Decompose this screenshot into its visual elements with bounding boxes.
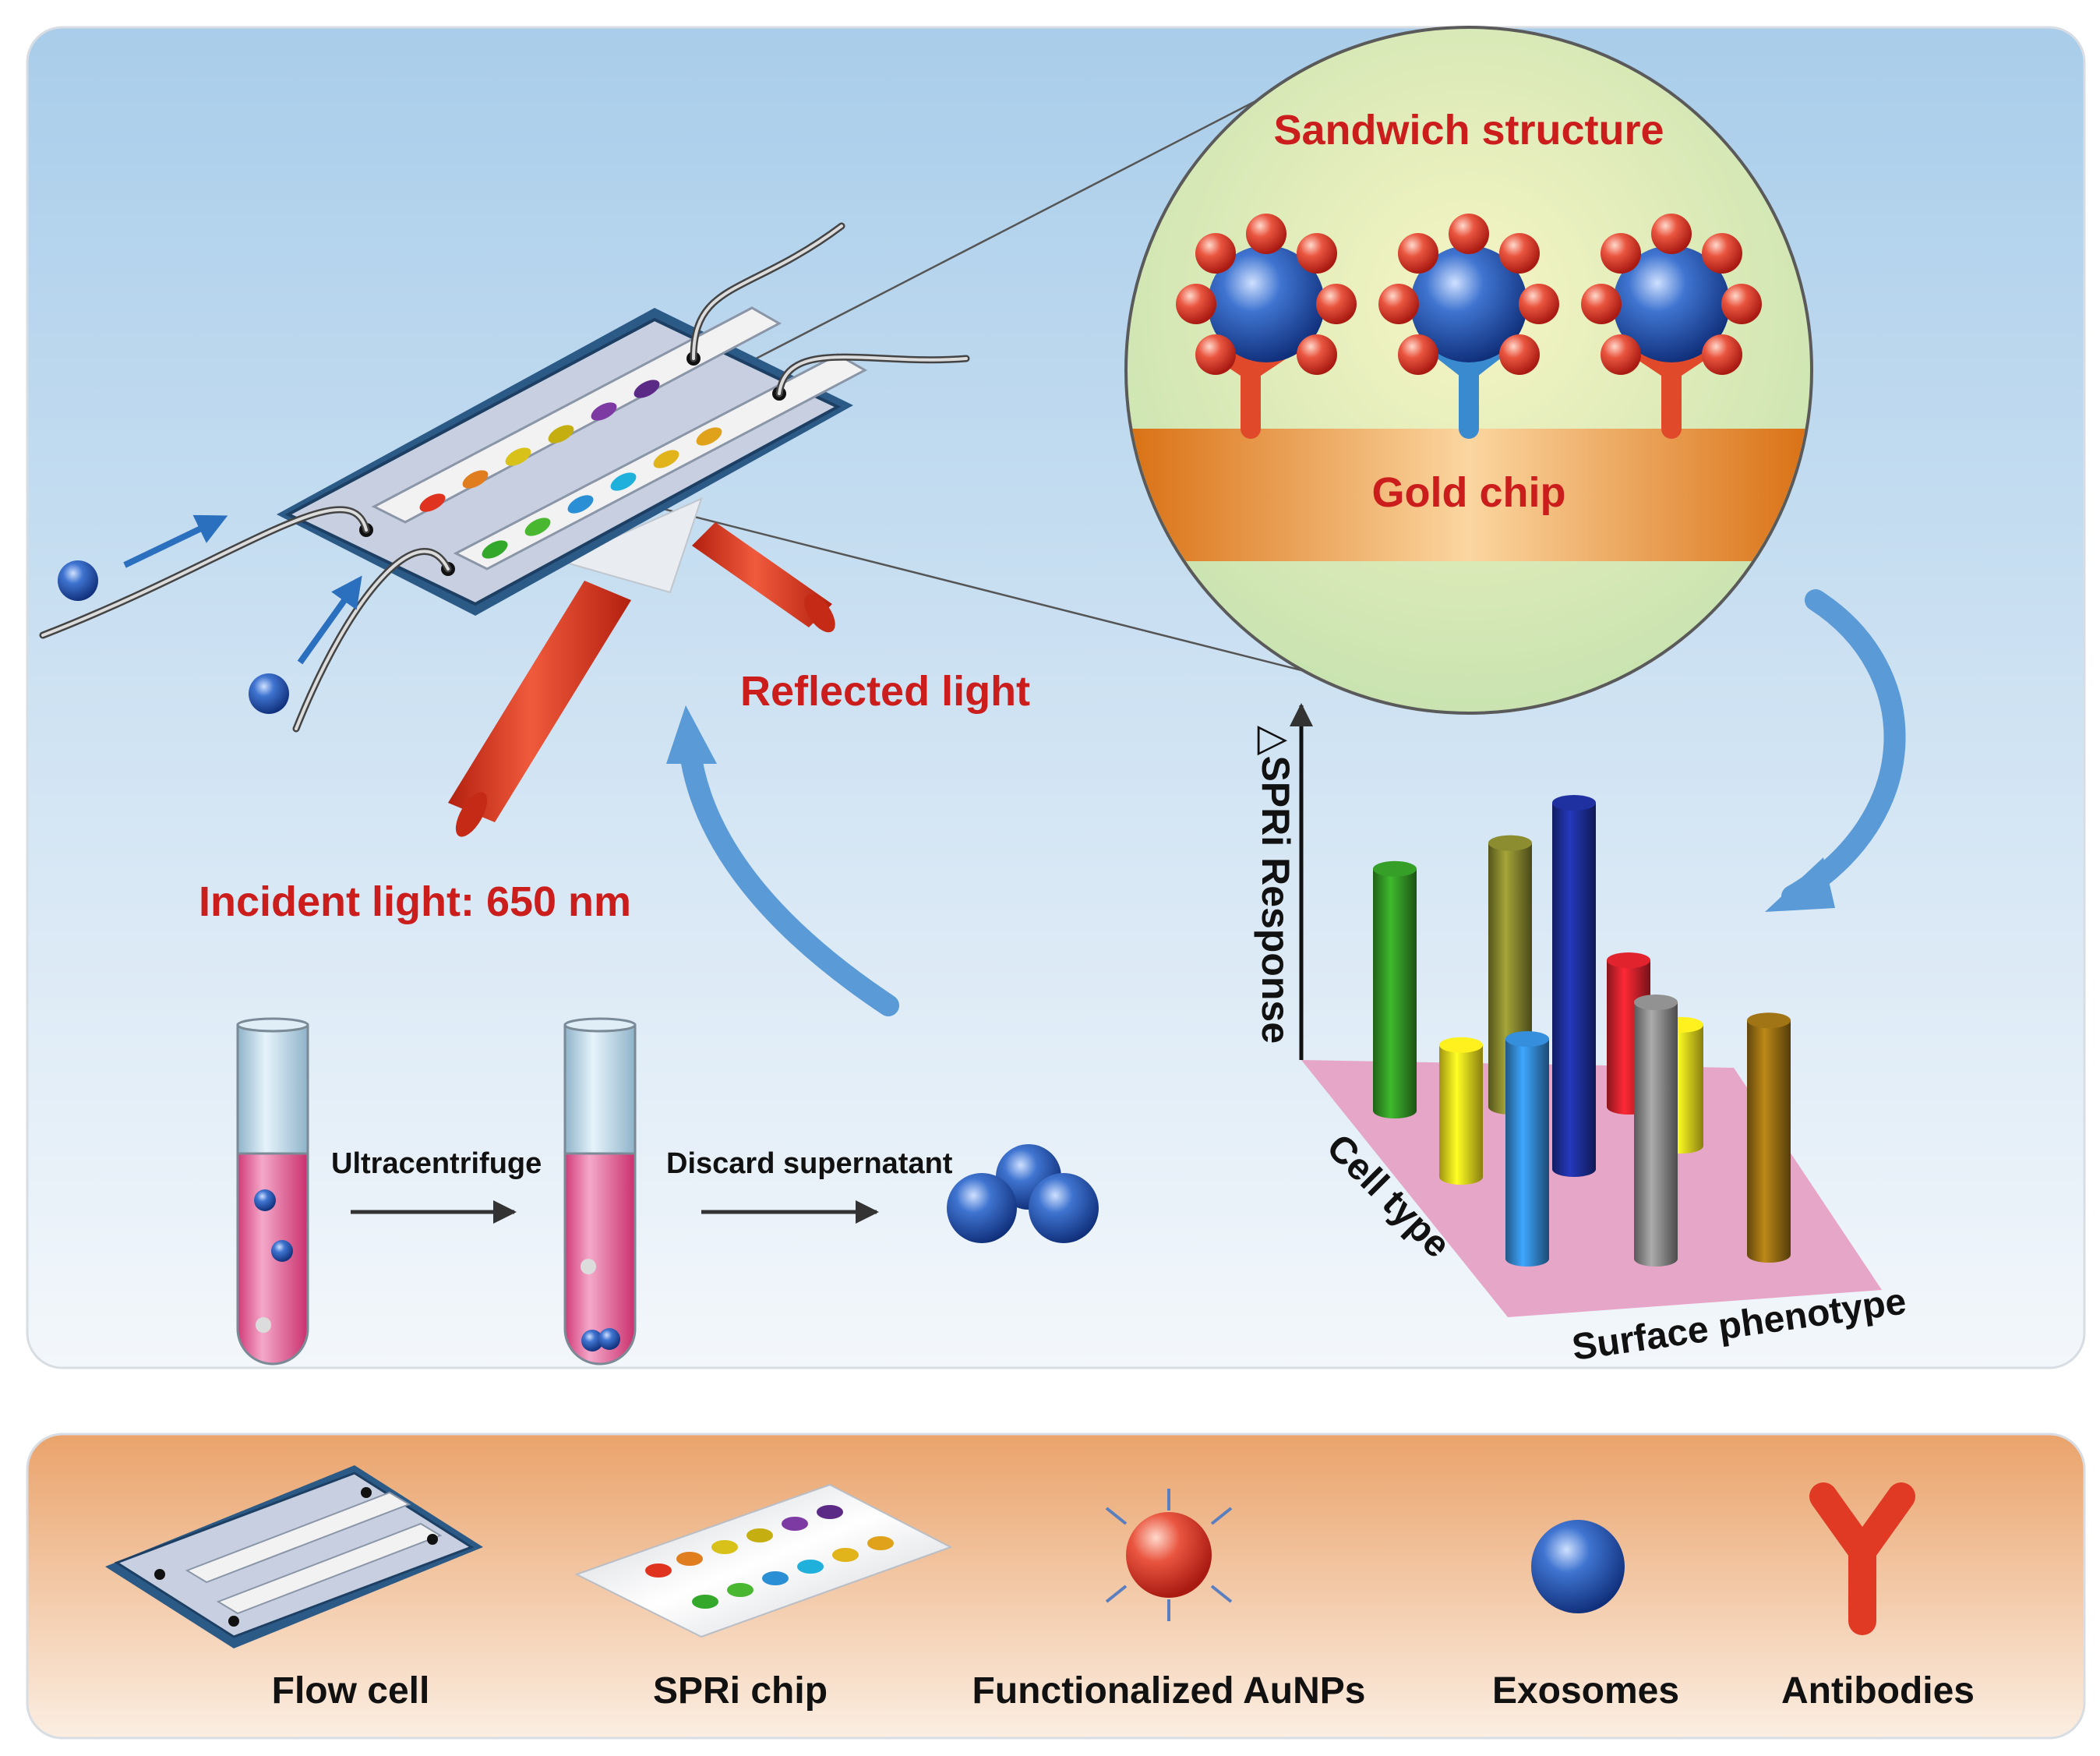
spri-response-chart: △SPRi Response Cell type Surface phenoty… [1254, 703, 1908, 1369]
curved-arrow-to-chip-head [666, 705, 717, 764]
discard-supernatant-label: Discard supernatant [666, 1147, 953, 1180]
inlet-exosome-2 [249, 673, 289, 714]
sandwich-complex-1 [1176, 214, 1357, 439]
bars-layer [1373, 795, 1791, 1267]
legend-spri-chip-label: SPRi chip [653, 1670, 828, 1712]
legend-flow-cell-icon [105, 1465, 483, 1648]
exosome-pellet [947, 1144, 1099, 1243]
legend-panel [26, 1433, 2086, 1740]
sandwich-zoom-circle: Sandwich structure Gold chip [1124, 26, 1813, 715]
inlet-arrow-2 [297, 575, 362, 665]
legend-antibodies-label: Antibodies [1781, 1670, 1975, 1712]
tube-after [563, 1017, 637, 1366]
reflected-laser [692, 522, 835, 633]
tube-before [236, 1017, 309, 1366]
y-axis-label: △SPRi Response [1254, 726, 1297, 1044]
legend-antibody-icon [1809, 1482, 1915, 1635]
prism [559, 497, 703, 594]
chart-bar-4 [1505, 1031, 1549, 1267]
tubing [39, 222, 970, 733]
sandwich-complex-3 [1581, 214, 1762, 439]
legend-spri-chip-icon [574, 1483, 953, 1638]
curved-arrow-to-chart-head [1765, 857, 1835, 912]
ultracentrifuge-label: Ultracentrifuge [331, 1147, 542, 1180]
chart-bar-8 [1634, 995, 1678, 1267]
gold-chip-label: Gold chip [1372, 469, 1566, 516]
legend-aunps-label: Functionalized AuNPs [972, 1670, 1366, 1712]
curved-arrow-to-chart [1781, 589, 1906, 907]
curved-arrow-to-chip [679, 737, 899, 1016]
inlet-arrow-1 [123, 514, 228, 568]
legend-flow-cell-label: Flow cell [272, 1670, 430, 1712]
sandwich-structure-label: Sandwich structure [1273, 107, 1664, 154]
chart-bar-2 [1439, 1037, 1483, 1185]
incident-light-label: Incident light: 650 nm [199, 878, 631, 925]
legend-aunp-icon [1105, 1489, 1233, 1621]
incident-laser [448, 581, 631, 837]
legend-exosome-icon [1531, 1520, 1625, 1613]
flow-cell-device [277, 306, 868, 616]
sandwich-complex-2 [1378, 214, 1559, 439]
zoom-line-bottom [623, 497, 1318, 676]
chart-bar-1 [1373, 860, 1417, 1118]
chart-bar-9 [1747, 1012, 1791, 1263]
chip-spots [419, 380, 722, 559]
gold-chip-layer [1128, 429, 1810, 561]
inlet-exosome-1 [58, 560, 98, 601]
legend-exosomes-label: Exosomes [1492, 1670, 1679, 1712]
chart-bar-5 [1552, 795, 1596, 1177]
reflected-light-label: Reflected light [740, 668, 1030, 715]
